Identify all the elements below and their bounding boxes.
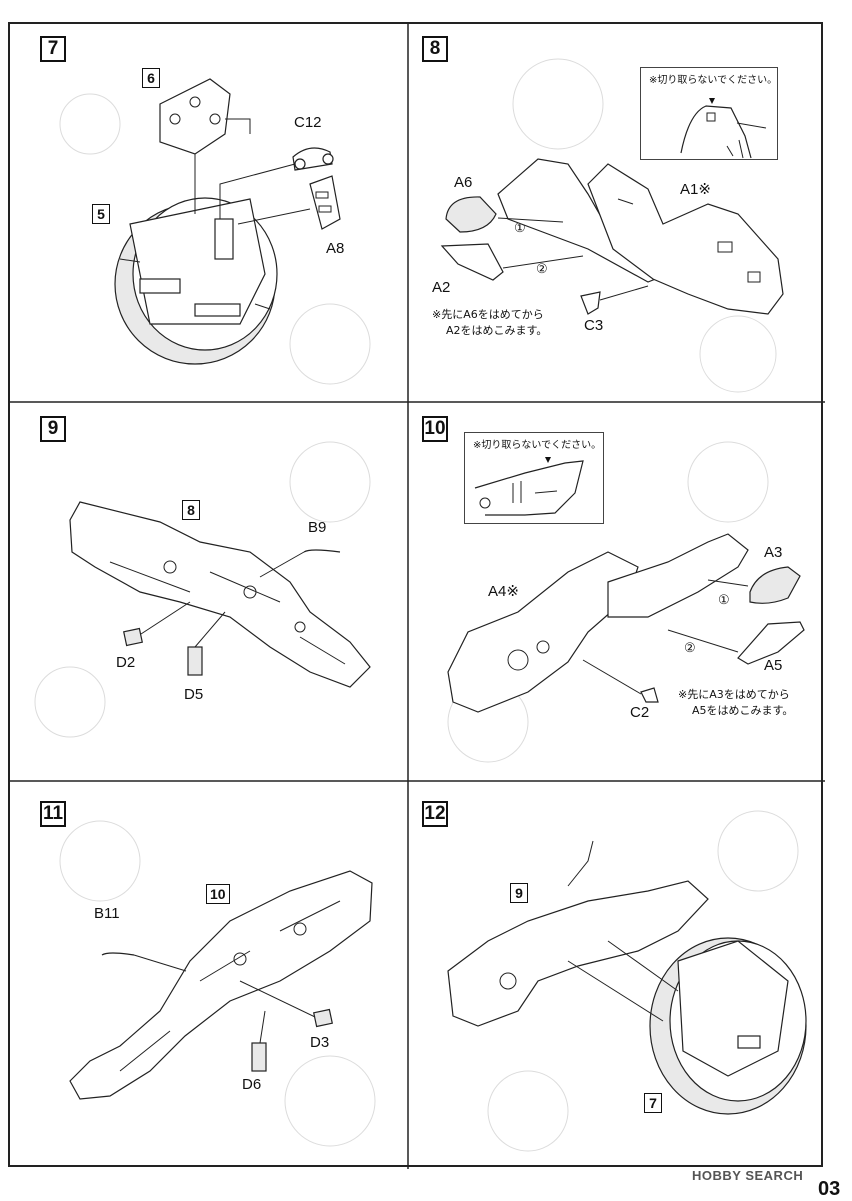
step-9-illustration — [34, 441, 371, 738]
step-8-panel: 8 ※切り取らないでください。 A6 A1※ A2 C3 ① ② ※先にA6をは… — [408, 24, 825, 402]
part-label-a2: A2 — [432, 279, 451, 296]
detail-inset: ※切り取らないでください。 — [640, 67, 778, 160]
assembly-note-line-1: ※先にA3をはめてから — [678, 688, 790, 701]
ref-step-9: 9 — [510, 883, 528, 903]
step-number: 10 — [422, 416, 448, 442]
inset-note: ※切り取らないでください。 — [473, 440, 602, 451]
part-label-b11: B11 — [94, 905, 120, 922]
step-number: 7 — [40, 36, 66, 62]
step-number: 8 — [422, 36, 448, 62]
part-label-d2: D2 — [116, 654, 136, 671]
ref-step-10: 10 — [206, 884, 230, 904]
inset-note: ※切り取らないでください。 — [649, 75, 778, 86]
panel-grid — [10, 24, 825, 1169]
step-7-panel: 7 6 5 C12 A8 — [10, 24, 408, 402]
step-11-panel: 11 10 B11 D3 D6 — [10, 781, 408, 1169]
step-9-panel: 9 8 B9 D2 D5 — [10, 402, 408, 781]
part-label-c3: C3 — [584, 317, 604, 334]
page-number: 03 — [818, 1178, 841, 1200]
part-label-c2: C2 — [630, 704, 650, 721]
part-label-a8: A8 — [326, 240, 345, 257]
assembly-note-line-1: ※先にA6をはめてから — [432, 308, 544, 321]
ref-step-8: 8 — [182, 500, 200, 520]
inset-detail-illustration — [680, 98, 767, 159]
part-label-b9: B9 — [308, 519, 327, 536]
step-10-illustration — [447, 441, 805, 763]
ref-step-7: 7 — [644, 1093, 662, 1113]
step-10-panel: 10 ※切り取らないでください。 A3 A4※ A5 C2 ① ② ※先にA3を… — [408, 402, 825, 781]
part-label-c12: C12 — [294, 114, 322, 131]
part-label-a3: A3 — [764, 544, 783, 561]
step-12-panel: 12 9 7 — [408, 781, 825, 1169]
ref-step-6: 6 — [142, 68, 160, 88]
watermark-logo: HOBBY SEARCH — [692, 1168, 804, 1183]
assembly-note-line-2: A2をはめこみます。 — [446, 324, 548, 337]
part-label-a5: A5 — [764, 657, 783, 674]
step-number: 11 — [40, 801, 66, 827]
order-1: ① — [514, 220, 526, 235]
inset-detail-illustration — [474, 457, 584, 516]
step-8-illustration — [440, 58, 784, 393]
part-label-a1: A1※ — [680, 181, 711, 198]
step-number: 12 — [422, 801, 448, 827]
part-label-d6: D6 — [242, 1076, 262, 1093]
order-2: ② — [684, 640, 696, 655]
instruction-page: 7 6 5 C12 A8 — [8, 22, 825, 1169]
step-number: 9 — [40, 416, 66, 442]
part-label-a6: A6 — [454, 174, 473, 191]
part-label-a4: A4※ — [488, 583, 519, 600]
ref-step-5: 5 — [92, 204, 110, 224]
part-label-d5: D5 — [184, 686, 204, 703]
assembly-note-line-2: A5をはめこみます。 — [692, 704, 794, 717]
detail-inset: ※切り取らないでください。 — [464, 432, 604, 524]
part-label-d3: D3 — [310, 1034, 330, 1051]
order-1: ① — [718, 592, 730, 607]
step-12-illustration — [447, 810, 807, 1152]
step-11-illustration — [59, 820, 376, 1147]
step-7-illustration — [59, 78, 371, 385]
order-2: ② — [536, 261, 548, 276]
